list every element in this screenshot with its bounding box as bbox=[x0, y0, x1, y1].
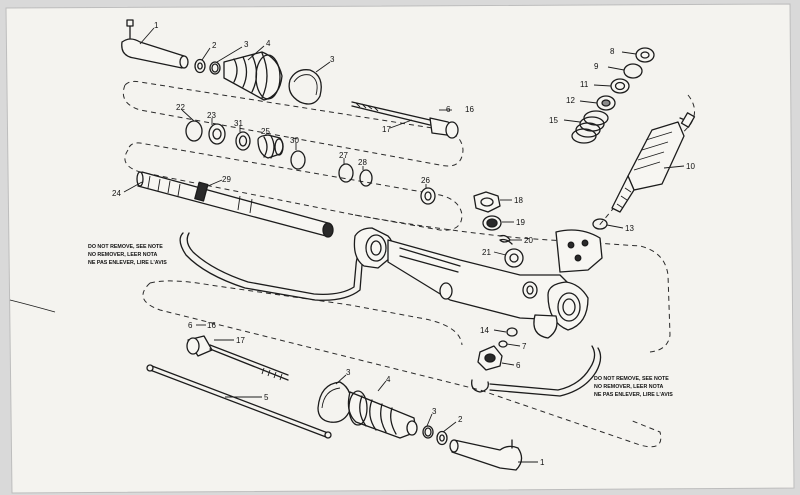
callout-21: 21 bbox=[482, 248, 491, 257]
outline-upper-tierod bbox=[122, 80, 464, 167]
fitting-6 bbox=[477, 345, 503, 371]
breather-tube-5 bbox=[146, 364, 332, 439]
ring-27 bbox=[338, 163, 354, 183]
callout-4-lower: 4 bbox=[386, 375, 391, 384]
adjuster-19 bbox=[482, 215, 502, 231]
washer-26 bbox=[420, 187, 436, 205]
callout-8: 8 bbox=[610, 47, 615, 56]
callout-11: 11 bbox=[580, 80, 589, 89]
callout-1-lower: 1 bbox=[540, 458, 545, 467]
callout-6-middle: 6 bbox=[516, 361, 521, 370]
callout-9: 9 bbox=[594, 62, 599, 71]
clamp-large-upper bbox=[288, 69, 322, 105]
callout-13: 13 bbox=[625, 224, 634, 233]
seal-23 bbox=[208, 123, 226, 145]
outline-inner-parts bbox=[124, 142, 463, 231]
callout-19: 19 bbox=[516, 218, 525, 227]
seal-31 bbox=[235, 131, 251, 151]
tie-rod-end-upper bbox=[121, 19, 189, 69]
callout-3-upper-small: 3 bbox=[244, 40, 249, 49]
callout-16-lower: 16 bbox=[207, 321, 216, 330]
callout-15: 15 bbox=[549, 116, 558, 125]
seal-12 bbox=[596, 95, 616, 111]
callout-25: 25 bbox=[261, 127, 270, 136]
callout-12: 12 bbox=[566, 96, 575, 105]
outline-lower-left bbox=[149, 280, 463, 346]
callout-26: 26 bbox=[421, 176, 430, 185]
note-right-line-2: NO REMOVER, LEER NOTA bbox=[594, 384, 664, 390]
callout-6-lower: 6 bbox=[188, 321, 193, 330]
plug-18 bbox=[473, 191, 501, 213]
transfer-tube-right-inner bbox=[489, 345, 596, 391]
callout-28: 28 bbox=[358, 158, 367, 167]
inner-tie-rod-upper bbox=[351, 101, 459, 139]
ring-30 bbox=[290, 150, 306, 170]
outline-housing bbox=[354, 214, 671, 353]
nut-8 bbox=[635, 47, 655, 63]
callout-23: 23 bbox=[207, 111, 216, 120]
note-right-line-1: DO NOT REMOVE, SEE NOTE bbox=[594, 376, 669, 382]
callout-6-upper: 6 bbox=[446, 105, 451, 114]
callout-4-upper: 4 bbox=[266, 39, 271, 48]
callout-17-upper: 17 bbox=[382, 125, 391, 134]
callout-2-lower: 2 bbox=[458, 415, 463, 424]
note-left: DO NOT REMOVE, SEE NOTE NO REMOVER, LEER… bbox=[88, 244, 167, 266]
leader-lines bbox=[123, 27, 685, 463]
callout-20: 20 bbox=[524, 236, 533, 245]
rack-shaft bbox=[136, 171, 334, 238]
jam-nut-upper bbox=[194, 58, 206, 74]
ring-9 bbox=[623, 63, 643, 79]
note-right-line-3: NE PAS ENLEVER, LIRE L'AVIS bbox=[594, 392, 673, 398]
callout-31: 31 bbox=[234, 119, 243, 128]
callout-7: 7 bbox=[522, 342, 527, 351]
callout-24: 24 bbox=[112, 189, 121, 198]
clip-lower bbox=[471, 379, 489, 393]
callout-16-upper: 16 bbox=[465, 105, 474, 114]
outline-lower-tierod bbox=[142, 282, 662, 448]
tie-rod-end-lower bbox=[449, 439, 523, 471]
clamp-small-upper bbox=[209, 61, 221, 75]
callout-1-upper: 1 bbox=[154, 21, 159, 30]
part-7 bbox=[498, 340, 508, 348]
callout-30: 30 bbox=[290, 136, 299, 145]
callout-29: 29 bbox=[222, 175, 231, 184]
yoke-21 bbox=[504, 248, 524, 268]
callout-22: 22 bbox=[176, 103, 185, 112]
part-14 bbox=[506, 327, 518, 337]
callout-labels: 1 2 3 4 3 22 23 31 25 30 27 28 26 24 29 … bbox=[112, 21, 695, 467]
paper-fold bbox=[9, 299, 56, 313]
note-left-line-2: NO REMOVER, LEER NOTA bbox=[88, 252, 158, 258]
note-right: DO NOT REMOVE, SEE NOTE NO REMOVER, LEER… bbox=[594, 376, 673, 398]
callout-3-lower-large: 3 bbox=[346, 368, 351, 377]
note-left-line-3: NE PAS ENLEVER, LIRE L'AVIS bbox=[88, 260, 167, 266]
ring-28 bbox=[359, 169, 373, 187]
callout-5: 5 bbox=[264, 393, 269, 402]
callout-27: 27 bbox=[339, 151, 348, 160]
inner-tie-rod-lower bbox=[186, 335, 289, 381]
seal-rings-15 bbox=[571, 110, 609, 144]
pinion-valve-10 bbox=[611, 112, 696, 213]
callout-3-lower-small: 3 bbox=[432, 407, 437, 416]
seal-13 bbox=[592, 218, 608, 230]
callout-3-upper-large: 3 bbox=[330, 55, 335, 64]
callout-2-upper: 2 bbox=[212, 41, 217, 50]
spring-20 bbox=[499, 234, 513, 245]
bushing-25 bbox=[257, 134, 284, 159]
callout-17-lower: 17 bbox=[236, 336, 245, 345]
callout-14: 14 bbox=[480, 326, 489, 335]
bearing-11 bbox=[610, 78, 630, 94]
clamp-small-lower bbox=[422, 425, 434, 439]
callout-10: 10 bbox=[686, 162, 695, 171]
rack-housing bbox=[353, 227, 603, 339]
boot-upper bbox=[223, 51, 283, 101]
transfer-tube-right bbox=[489, 347, 602, 397]
jam-nut-lower bbox=[436, 430, 448, 446]
callout-18: 18 bbox=[514, 196, 523, 205]
boot-lower bbox=[347, 390, 418, 439]
note-left-line-1: DO NOT REMOVE, SEE NOTE bbox=[88, 244, 163, 250]
